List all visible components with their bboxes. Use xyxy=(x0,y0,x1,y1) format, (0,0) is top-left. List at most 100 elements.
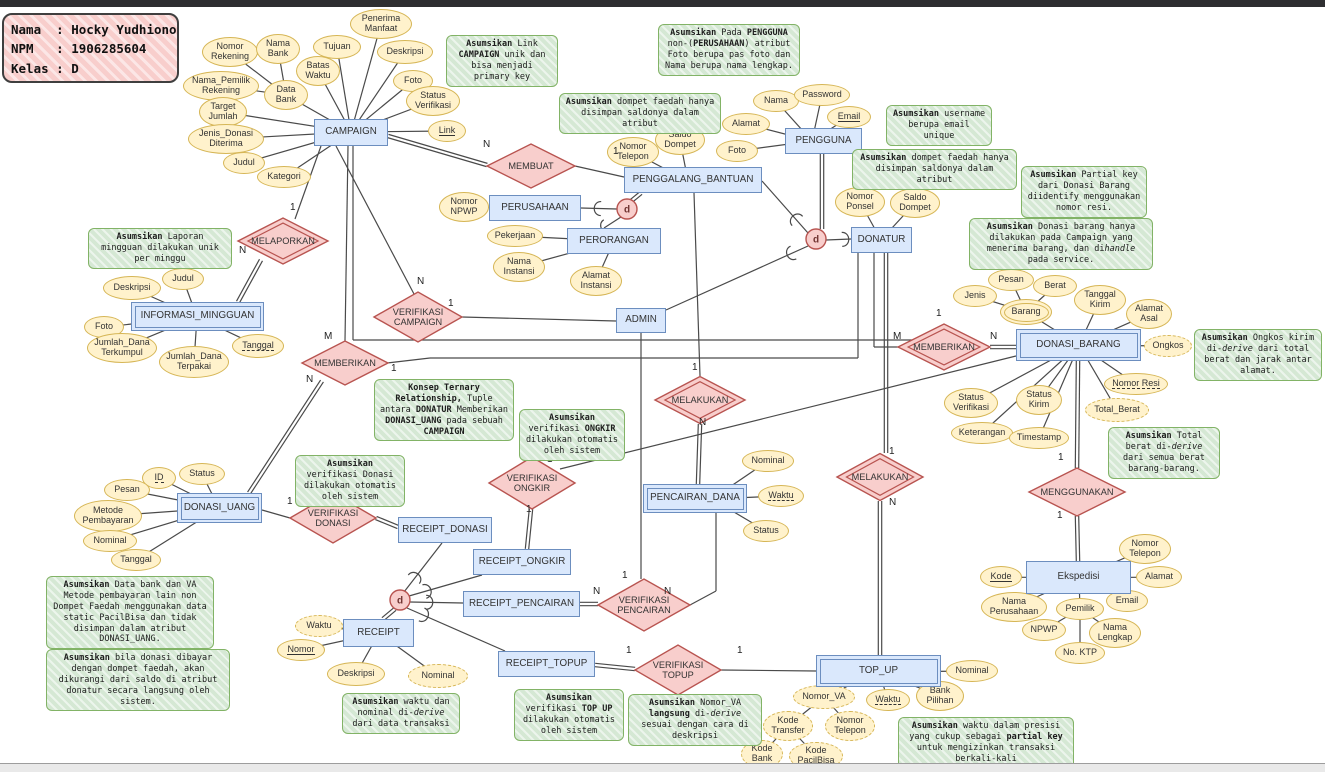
subset-symbol xyxy=(425,594,434,610)
cardinality-label: 1 xyxy=(448,298,454,309)
connector-line xyxy=(344,145,349,342)
cardinality-label: N xyxy=(417,276,425,287)
entity-label: DONATUR xyxy=(857,233,906,245)
cardinality-label: 1 xyxy=(1057,510,1063,521)
attribute-tujuan: Tujuan xyxy=(313,35,361,59)
attribute-deskripsi: Deskripsi xyxy=(327,662,385,686)
attribute-nomor-resi: Nomor Resi xyxy=(1104,373,1168,395)
attribute-status: Status xyxy=(743,520,789,542)
connector-line xyxy=(825,238,852,241)
connector-line-double xyxy=(699,424,703,485)
cardinality-label: 1 xyxy=(290,202,296,213)
attribute-barang: Barang xyxy=(1000,299,1052,325)
subset-symbol xyxy=(789,213,804,227)
disjoint-circle xyxy=(389,589,411,611)
entity-receipt-donasi: RECEIPT_DONASI xyxy=(398,517,492,543)
attribute-berat: Berat xyxy=(1033,275,1077,297)
assumption-note-10: Asumsikan verifikasi ONGKIR dilakukan ot… xyxy=(519,409,625,461)
card-line-nama: Nama : Hocky Yudhiono xyxy=(11,22,177,37)
connector-line-double xyxy=(594,666,635,672)
attribute-npwp: NPWP xyxy=(1022,619,1066,641)
relationship-label-melakukan: MELAKUKAN xyxy=(671,394,729,405)
connector-line-double xyxy=(238,260,264,304)
disjoint-circle xyxy=(805,228,827,250)
assumption-note-9: Konsep Ternary Relationship, Tuple antar… xyxy=(374,379,514,442)
connector-line xyxy=(761,180,809,234)
relationship-inner-melakukan xyxy=(845,457,915,497)
relationship-verifikasi-ongkir xyxy=(487,456,577,510)
cardinality-label: 1 xyxy=(547,454,553,465)
entity-donatur: DONATUR xyxy=(851,227,912,253)
entity-label: ADMIN xyxy=(625,314,657,326)
relationship-memberikan xyxy=(300,340,390,386)
entity-label: PERUSAHAAN xyxy=(501,201,569,213)
relationship-menggunakan xyxy=(1027,467,1127,517)
assumption-note-8: Asumsikan Laporan mingguan dilakukan uni… xyxy=(88,228,232,269)
entity-label: Ekspedisi xyxy=(1057,571,1100,583)
connector-line xyxy=(574,165,625,178)
cardinality-label: M xyxy=(893,331,902,342)
student-id-card: Nama : Hocky Yudhiono NPM : 1906285604 K… xyxy=(2,13,179,83)
assumption-note-15: Asumsikan bila donasi dibayar dengan dom… xyxy=(46,649,230,712)
assumption-note-11: Asumsikan verifikasi Donasi dilakukan ot… xyxy=(295,455,405,507)
cardinality-label: 1 xyxy=(692,362,698,373)
connector-line-double xyxy=(1078,361,1081,469)
attribute-status: Status xyxy=(179,463,225,485)
disjoint-circle-label: d xyxy=(624,205,630,216)
entity-informasi-mingguan: INFORMASI_MINGGUAN xyxy=(131,302,264,331)
subset-symbol xyxy=(418,607,430,623)
entity-label: RECEIPT_ONGKIR xyxy=(478,555,566,567)
assumption-note-2: Asumsikan Pada PENGGUNA non-(PERUSAHAAN)… xyxy=(658,24,800,76)
relationship-label-membuat: MEMBUAT xyxy=(508,160,554,171)
cardinality-label: N xyxy=(483,139,491,150)
entity-label: TOP_UP xyxy=(858,664,899,676)
connector-line-double xyxy=(381,607,395,619)
entity-admin: ADMIN xyxy=(616,308,666,333)
attribute-kategori: Kategori xyxy=(257,166,311,188)
entity-campaign: CAMPAIGN xyxy=(314,119,388,146)
relationship-label-melaporkan: MELAPORKAN xyxy=(251,235,315,246)
attribute-spoke xyxy=(336,46,352,133)
relationship-inner-memberikan xyxy=(906,328,982,366)
subset-symbol xyxy=(785,245,797,261)
cardinality-label: 1 xyxy=(737,645,743,656)
relationship-verifikasi-campaign xyxy=(372,291,464,343)
relationship-melakukan xyxy=(653,375,747,425)
connector-line-double xyxy=(235,258,261,302)
connector-line-double xyxy=(595,662,636,668)
relationship-melaporkan xyxy=(236,217,330,265)
connector-line xyxy=(294,145,322,220)
relationship-melakukan xyxy=(835,452,925,502)
relationship-verifikasi-pencairan xyxy=(596,578,692,632)
assumption-note-16: Asumsikan waktu dan nominal di-derive da… xyxy=(342,693,460,734)
connector-line-double xyxy=(1078,515,1081,561)
cardinality-label: N xyxy=(990,331,998,342)
attribute-nominal: Nominal xyxy=(946,660,998,682)
cardinality-label: N xyxy=(699,417,707,428)
cardinality-label: N xyxy=(306,374,314,385)
attribute-pekerjaan: Pekerjaan xyxy=(487,225,543,247)
cardinality-label: 1 xyxy=(526,504,532,515)
entity-pengguna: PENGGUNA xyxy=(785,128,862,154)
connector-line xyxy=(665,245,809,311)
connector-line xyxy=(406,607,506,652)
card-line-kelas: Kelas : D xyxy=(11,60,79,76)
connector-line-double xyxy=(695,423,699,484)
connector-line-double xyxy=(376,515,399,526)
assumption-note-4: Asumsikan username berupa email unique xyxy=(886,105,992,146)
relationship-membuat xyxy=(485,143,577,189)
